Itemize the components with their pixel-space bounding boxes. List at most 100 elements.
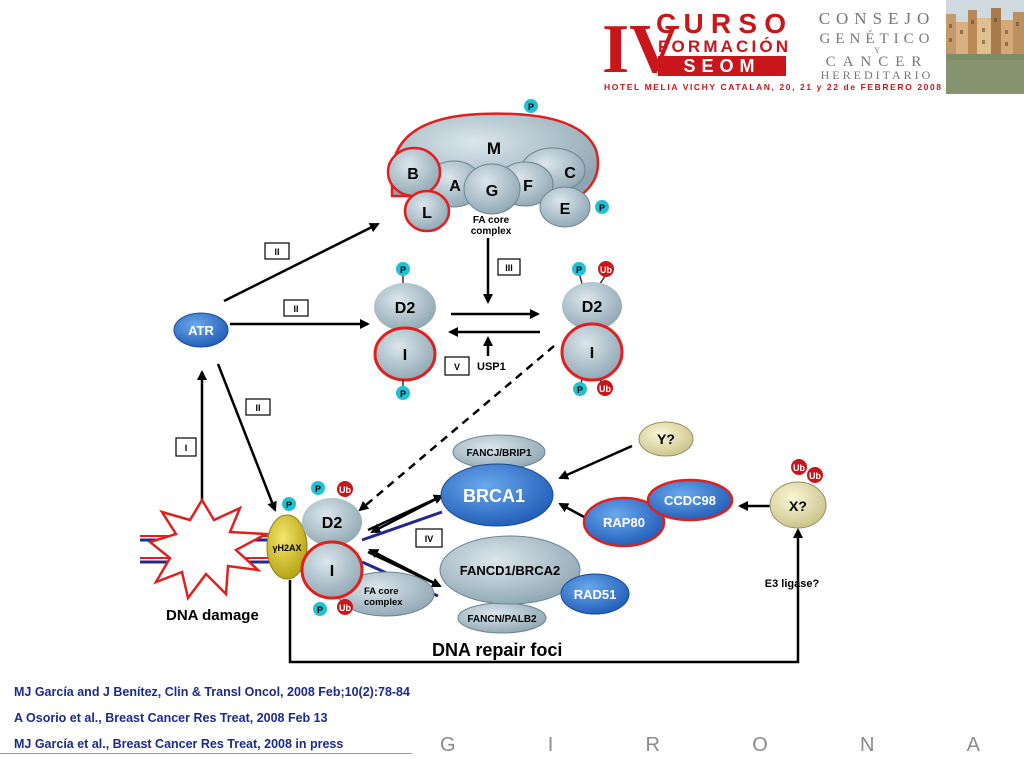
i-left-phospho	[396, 386, 410, 400]
girona-letter: I	[547, 734, 554, 756]
factor-x-label: X?	[789, 498, 807, 514]
core-phospho-top-label: P	[528, 102, 534, 112]
core-phospho-top	[524, 99, 538, 113]
fancn-label: FANCN/PALB2	[467, 614, 537, 625]
references: MJ García and J Benítez, Clin & Transl O…	[14, 684, 410, 762]
reference-2: A Osorio et al., Breast Cancer Res Treat…	[14, 711, 328, 725]
i-left	[373, 326, 437, 382]
venue-line: HOTEL MELIA VICHY CATALAN, 20, 21 y 22 d…	[604, 82, 943, 92]
step-box-iii	[497, 258, 521, 276]
i-right-label: I	[590, 345, 594, 362]
d2-left-phospho-label: P	[400, 265, 406, 275]
h2ax-phospho	[282, 497, 296, 511]
fancd1-group: FANCN/PALB2 FANCD1/BRCA2 RAD51	[439, 535, 630, 634]
i-foci-label: I	[330, 563, 334, 580]
i-right-phospho-label: P	[577, 385, 583, 395]
i-foci-phospho	[313, 602, 327, 616]
hereditario-text: HEREDITARIO	[821, 68, 934, 82]
d2-i-complex-left: P D2 I P	[373, 262, 437, 400]
step-i-label: I	[185, 443, 188, 453]
city-photo-art	[946, 0, 1024, 94]
d2-right-phospho	[572, 262, 586, 276]
d2-foci	[302, 498, 362, 546]
rap80-label: RAP80	[603, 515, 645, 530]
arrow-rap80-to-brca1	[558, 502, 587, 520]
core-c-label: C	[564, 165, 576, 182]
unknown-factors: Y? X? Ub Ub E3 ligase?	[638, 421, 827, 590]
fa-core-small-label-2: complex	[364, 597, 403, 608]
usp1-label: USP1	[477, 361, 506, 373]
factor-x-ub-1	[791, 459, 807, 475]
cancer-text: CANCER	[826, 54, 929, 70]
step-box-ii-b	[283, 299, 309, 317]
damage-burst	[147, 497, 271, 601]
step-ii-b-label: II	[293, 304, 298, 314]
dna-strand-top-right	[361, 510, 443, 542]
i-left-phospho-label: P	[400, 389, 406, 399]
i-foci-ubiquitin-label: Ub	[339, 603, 351, 613]
core-f-label: F	[523, 178, 533, 195]
dna-damage-label: DNA damage	[166, 607, 259, 624]
brca1	[440, 463, 554, 527]
reference-1: MJ García and J Benítez, Clin & Transl O…	[14, 685, 410, 699]
seom-bar	[658, 56, 786, 76]
core-e	[539, 186, 591, 228]
step-iii-label: III	[505, 263, 513, 273]
footer-divider	[0, 753, 412, 754]
course-logo-art: IV CURSO FORMACIÓN SEOM	[602, 8, 788, 88]
step-box-ii-c	[245, 398, 271, 416]
rad51	[560, 573, 630, 615]
arrow-atr-to-core	[223, 222, 380, 303]
girona-letter: A	[966, 734, 980, 756]
consejo-text: CONSEJO	[819, 9, 936, 28]
factor-y	[638, 421, 694, 457]
d2-right-phospho-label: P	[576, 265, 582, 275]
core-g-label: G	[486, 183, 498, 200]
arrow-atr-to-h2ax	[216, 363, 277, 512]
step-ii-a-label: II	[274, 247, 279, 257]
course-logo: IV CURSO FORMACIÓN SEOM	[600, 6, 790, 88]
step-box-iv	[415, 528, 443, 548]
rap80-ccdc98: RAP80 CCDC98	[582, 478, 734, 548]
d2-foci-phospho-label: P	[315, 484, 321, 494]
factor-x-ub-2-label: Ub	[809, 471, 821, 481]
arrow-dashed-to-foci	[358, 345, 555, 512]
atr-ellipse	[173, 312, 229, 348]
i-left-label: I	[403, 347, 407, 364]
h2ax-phospho-label: P	[286, 500, 292, 510]
step-iv-label: IV	[425, 534, 434, 544]
e3-ligase-label: E3 ligase?	[765, 578, 820, 590]
rad51-label: RAD51	[574, 587, 617, 602]
core-m-label: M	[487, 139, 501, 158]
fancd1-label: FANCD1/BRCA2	[460, 563, 560, 578]
girona-letter: R	[645, 734, 660, 756]
d2-right-ubiquitin-label: Ub	[600, 265, 612, 275]
step-box-i	[175, 437, 197, 457]
brca1-label: BRCA1	[463, 486, 525, 506]
d2-left-label: D2	[395, 300, 416, 317]
consejo-logo-art: CONSEJO GENÉTICO Y CANCER HEREDITARIO	[819, 9, 936, 82]
d2-left	[374, 283, 436, 331]
d2-i-complex-right: P Ub D2 I P Ub	[560, 261, 624, 396]
fa-core-complex: M C F E A G B L P P FA core complex	[386, 99, 609, 237]
i-right-ubiquitin	[597, 380, 613, 396]
pathway-arrows	[197, 222, 803, 664]
i-foci-ubiquitin	[337, 599, 353, 615]
y-text: Y	[874, 46, 880, 55]
d2-foci-ubiquitin	[337, 481, 353, 497]
i-foci	[300, 540, 364, 600]
core-l-label: L	[422, 205, 432, 222]
d2-foci-phospho	[311, 481, 325, 495]
fancj-label: FANCJ/BRIP1	[466, 448, 531, 459]
h2ax-label: γH2AX	[272, 543, 301, 553]
consejo-logo: CONSEJO GENÉTICO Y CANCER HEREDITARIO	[812, 2, 942, 82]
girona-letter: O	[752, 734, 768, 756]
rap80	[582, 496, 666, 548]
i-right-phospho	[573, 382, 587, 396]
atr-label: ATR	[188, 323, 214, 338]
step-box-v	[444, 356, 470, 376]
core-caption-2: complex	[471, 226, 512, 237]
factor-x	[769, 481, 827, 529]
ccdc98-label: CCDC98	[664, 493, 716, 508]
fancd1	[439, 535, 581, 605]
